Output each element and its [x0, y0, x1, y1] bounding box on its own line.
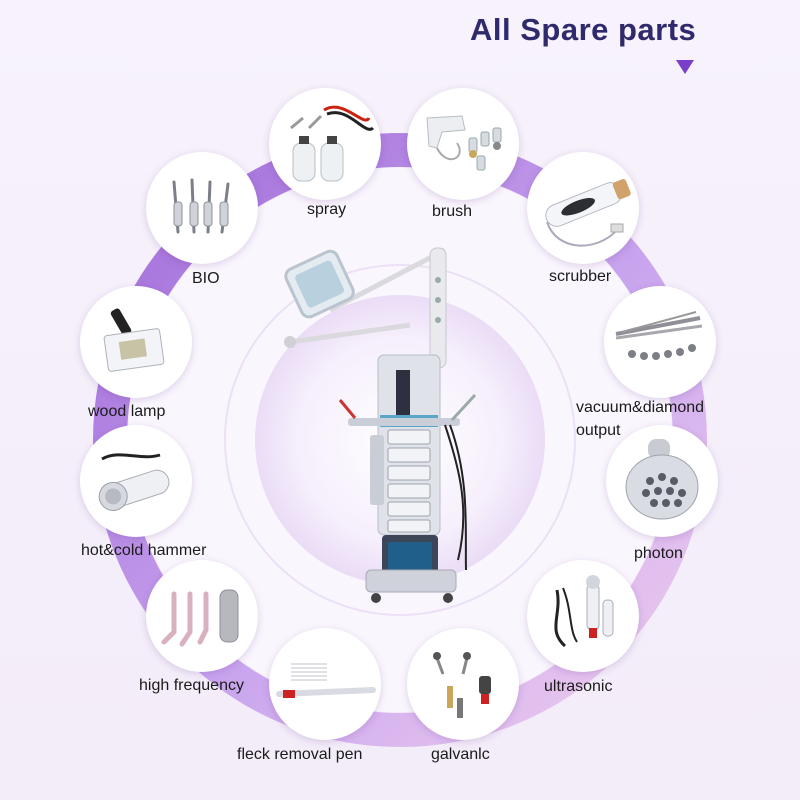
- part-galvanic: galvanlc: [407, 628, 519, 763]
- fleck-pen-icon: [276, 663, 376, 698]
- part-spray: spray: [269, 88, 381, 218]
- part-label: BIO: [192, 270, 220, 287]
- part-label: vacuum&diamond: [576, 399, 705, 416]
- wood-lamp-icon: [103, 308, 165, 372]
- photon-head-icon: [625, 439, 699, 520]
- part-wood-lamp: wood lamp: [80, 286, 192, 420]
- page-title: All Spare parts: [470, 12, 697, 47]
- ultrasonic-probe-icon: [554, 575, 614, 648]
- part-fleck-removal-pen: fleck removal pen: [237, 628, 381, 763]
- part-high-frequency: high frequency: [139, 560, 258, 694]
- part-vacuum-diamond: vacuum&diamond output: [576, 286, 716, 439]
- beauty-machine-image: [270, 230, 490, 620]
- part-label: photon: [634, 545, 683, 562]
- part-label: high frequency: [139, 677, 244, 694]
- galvanic-probes-icon: [433, 652, 491, 718]
- hammer-icon: [98, 453, 170, 511]
- part-label: galvanlc: [431, 746, 490, 763]
- part-label: hot&cold hammer: [81, 542, 207, 559]
- brush-handpiece-icon: [426, 115, 502, 171]
- part-label: fleck removal pen: [237, 746, 363, 763]
- part-label: scrubber: [549, 268, 612, 285]
- part-scrubber: scrubber: [527, 152, 639, 285]
- part-label: ultrasonic: [544, 678, 613, 695]
- vacuum-tubes-icon: [615, 311, 703, 360]
- part-photon: photon: [606, 425, 718, 562]
- part-label: brush: [432, 203, 473, 220]
- part-label-second-line: output: [576, 422, 621, 439]
- part-brush: brush: [407, 88, 519, 220]
- part-hot-cold-hammer: hot&cold hammer: [80, 425, 206, 559]
- spray-bottles-icon: [290, 105, 375, 182]
- scrubber-icon: [545, 179, 631, 247]
- bio-wands-icon: [172, 178, 230, 234]
- glass-electrodes-icon: [161, 589, 239, 647]
- down-arrow-icon: [676, 60, 694, 74]
- part-ultrasonic: ultrasonic: [527, 560, 639, 695]
- part-label: spray: [307, 201, 347, 218]
- part-label: wood lamp: [88, 403, 166, 420]
- part-bio: BIO: [146, 152, 258, 287]
